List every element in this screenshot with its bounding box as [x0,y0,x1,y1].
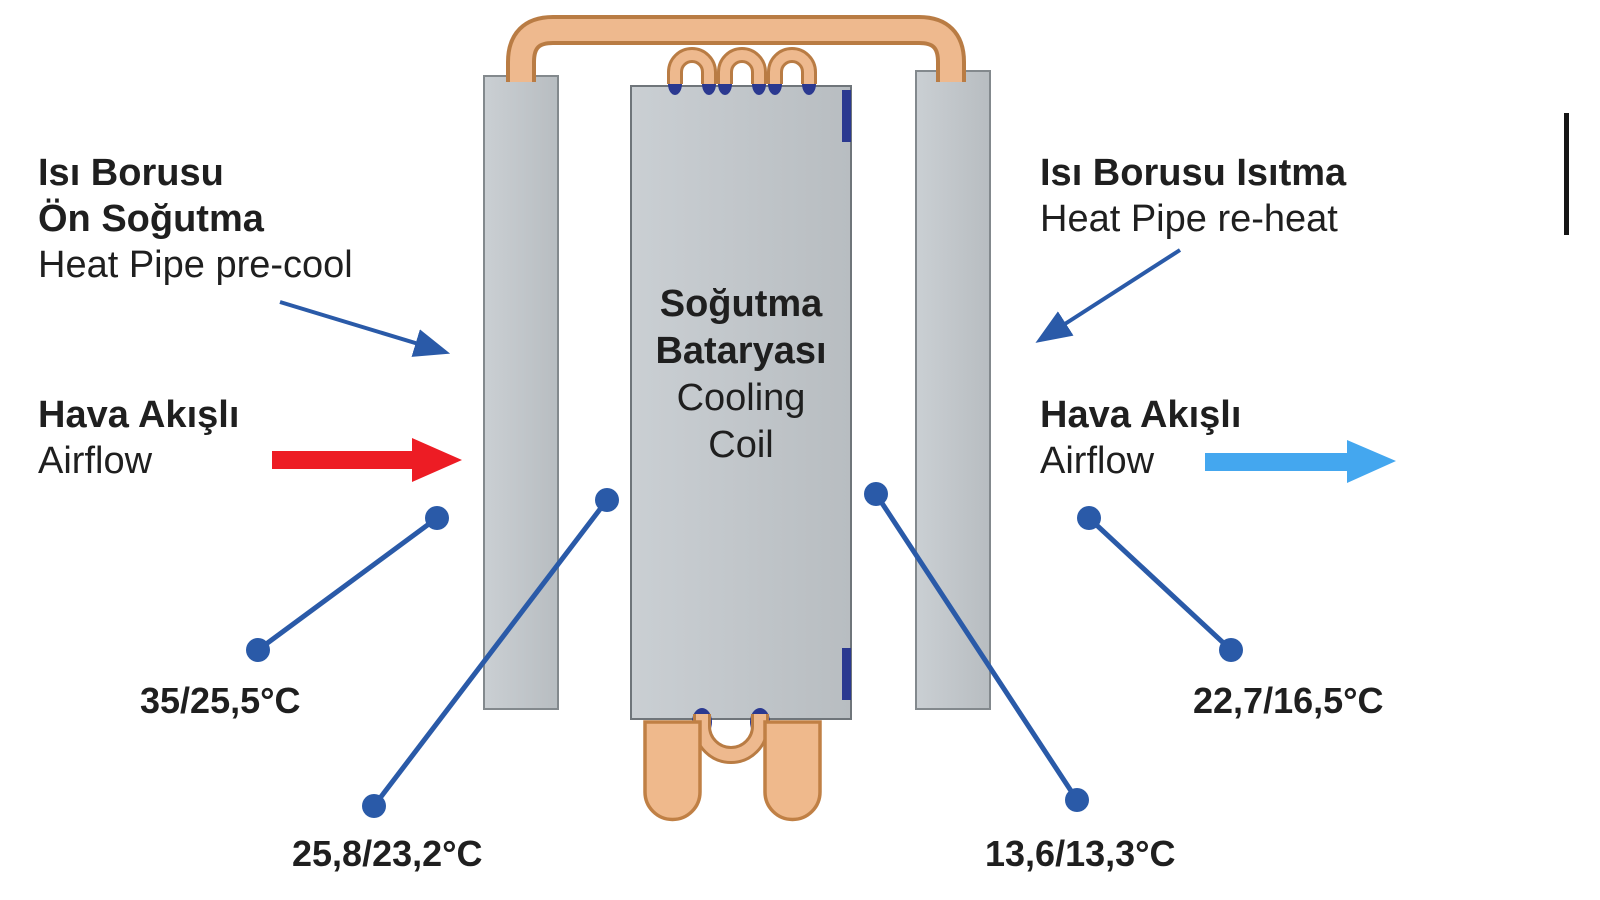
cooling-coil-label-turkish-1: Soğutma [659,282,823,325]
reheat-label-turkish: Isı Borusu Isıtma [1040,152,1347,194]
callout-dot [1077,506,1101,530]
precool-label-turkish-2: Ön Soğutma [38,198,264,240]
temp-label-after-precool: 25,8/23,2°C [292,833,483,874]
callout-dot [362,794,386,818]
coil-bottom-pipes [643,708,822,822]
coil-header-fitting-bottom [842,648,851,700]
cropped-edge-line [1564,113,1569,235]
coil-header-fitting-top [842,90,851,142]
airflow-in-label-turkish: Hava Akışlı [38,394,240,436]
callout-dot [864,482,888,506]
precool-label-turkish-1: Isı Borusu [38,152,224,194]
precool-label-english: Heat Pipe pre-cool [38,244,353,286]
reheat-label-english: Heat Pipe re-heat [1040,198,1338,240]
cooling-coil-label-turkish-2: Bataryası [655,329,827,372]
cooling-coil-label: Soğutma Bataryası Cooling Coil [655,281,826,469]
reheat-label: Isı Borusu Isıtma Heat Pipe re-heat [1040,150,1346,242]
callout-inlet [246,506,449,662]
airflow-in-arrow-icon [272,438,462,482]
precool-pointer-arrow-icon [279,300,451,357]
reheat-pointer-arrow-icon [1035,248,1182,343]
precool-label: Isı Borusu Ön Soğutma Heat Pipe pre-cool [38,150,353,288]
callout-dot [595,488,619,512]
temp-label-inlet: 35/25,5°C [140,680,301,721]
cooling-coil-label-english-2: Coil [708,423,774,466]
heat-pipe-reheat-coil [915,70,991,710]
callout-outlet [1077,506,1243,662]
airflow-in-label: Hava Akışlı Airflow [38,392,239,484]
callout-dot [425,506,449,530]
airflow-out-label: Hava Akışlı Airflow [1040,392,1241,484]
cooling-coil-label-english-1: Cooling [676,376,806,419]
airflow-out-label-english: Airflow [1040,440,1155,482]
callout-dot [1219,638,1243,662]
callout-dot [246,638,270,662]
temp-label-outlet: 22,7/16,5°C [1193,680,1384,721]
callout-dot [1065,788,1089,812]
temp-label-after-cooling-coil: 13,6/13,3°C [985,833,1176,874]
airflow-in-label-english: Airflow [38,440,153,482]
heat-pipe-top-loop [506,15,966,82]
airflow-out-label-turkish: Hava Akışlı [1040,394,1242,436]
cooling-coil: Soğutma Bataryası Cooling Coil [630,85,852,720]
heat-pipe-precool-coil [483,75,559,710]
